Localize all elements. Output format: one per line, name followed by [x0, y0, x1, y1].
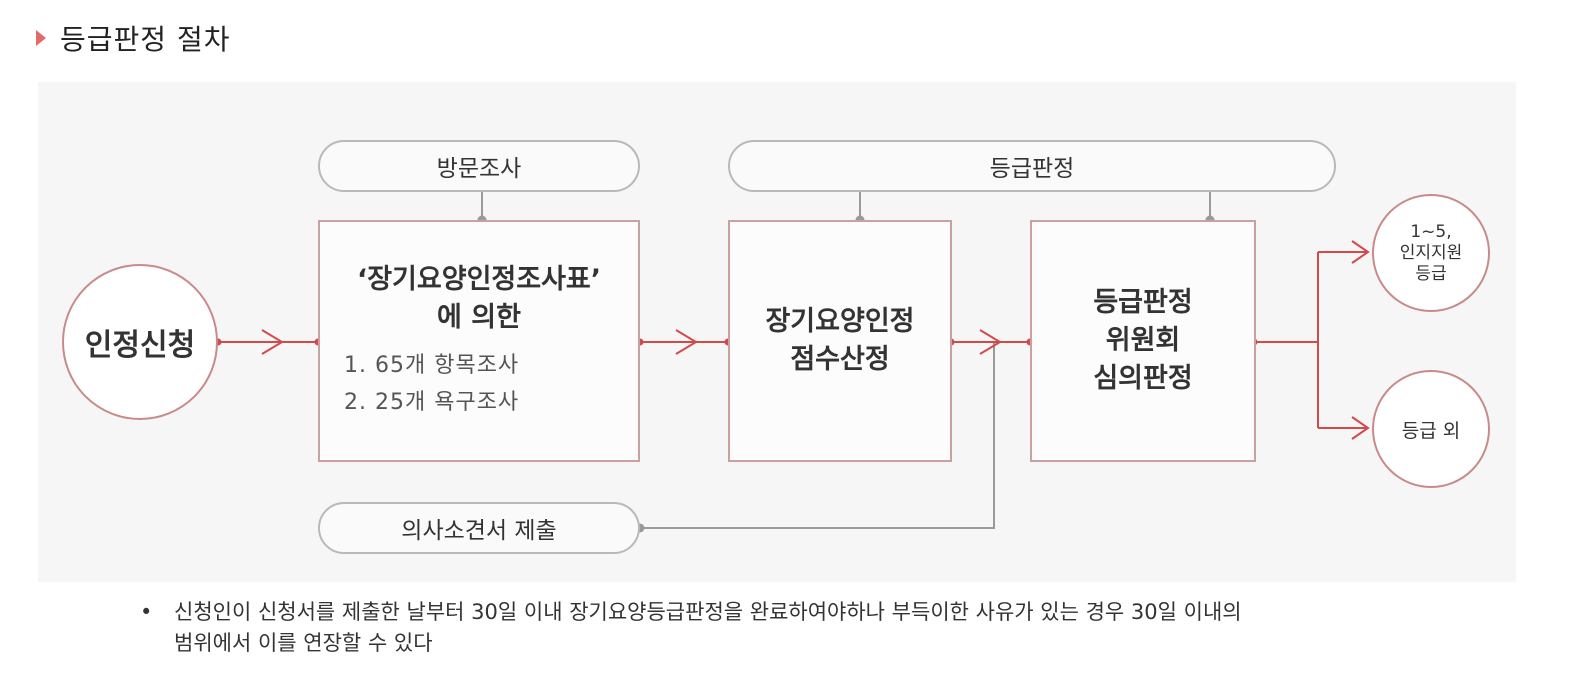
branch-top-head — [1351, 240, 1370, 264]
section-heading: 등급판정 절차 — [36, 18, 230, 58]
outcome-grades-line3: 등급 — [1415, 263, 1447, 284]
score-box-line2: 점수산정 — [790, 344, 890, 375]
survey-box: ‘장기요양인정조사표’ 에 의한 1. 65개 항목조사 2. 25개 욕구조사 — [318, 220, 640, 462]
committee-box-line1: 등급판정 — [1093, 287, 1193, 318]
arrow-head-2 — [675, 329, 698, 355]
outcome-grades-circle: 1~5, 인지지원 등급 — [1372, 194, 1490, 312]
committee-box: 등급판정 위원회 심의판정 — [1030, 220, 1256, 462]
note-text-line1: 신청인이 신청서를 제출한 날부터 30일 이내 장기요양등급판정을 완료하여야… — [174, 600, 1242, 624]
arrow-head-1 — [261, 329, 284, 355]
note-text-line2: 범위에서 이를 연장할 수 있다 — [174, 631, 433, 655]
survey-item-1: 1. 65개 항목조사 — [344, 353, 520, 378]
application-label: 인정신청 — [84, 328, 196, 363]
application-circle: 인정신청 — [62, 264, 218, 420]
outcome-grades-line1: 1~5, — [1410, 221, 1452, 242]
survey-items: 1. 65개 항목조사 2. 25개 욕구조사 — [320, 347, 519, 421]
note-paragraph: • 신청인이 신청서를 제출한 날부터 30일 이내 장기요양등급판정을 완료하… — [140, 597, 1520, 659]
survey-box-title-line2: 에 의한 — [437, 302, 521, 333]
note-bullet: • — [140, 600, 153, 624]
doctor-opinion-connector — [640, 343, 995, 529]
arrow-head-3 — [979, 329, 1002, 355]
doctor-opinion-label: 의사소견서 제출 — [401, 518, 557, 544]
score-box: 장기요양인정 점수산정 — [728, 220, 952, 462]
score-box-line1: 장기요양인정 — [765, 306, 915, 337]
outcome-other-label: 등급 외 — [1401, 419, 1461, 442]
outcome-other-circle: 등급 외 — [1372, 370, 1490, 488]
grade-decision-label: 등급판정 — [989, 156, 1075, 182]
committee-box-line3: 심의판정 — [1093, 363, 1193, 394]
committee-box-line2: 위원회 — [1105, 325, 1181, 356]
outcome-grades-line2: 인지지원 — [1399, 242, 1463, 263]
visit-survey-label: 방문조사 — [436, 156, 522, 182]
grade-decision-pill: 등급판정 — [728, 140, 1336, 192]
survey-item-2: 2. 25개 욕구조사 — [344, 390, 520, 415]
survey-box-title-line1: ‘장기요양인정조사표’ — [356, 264, 602, 295]
branch-bottom-head — [1351, 416, 1370, 440]
visit-survey-pill: 방문조사 — [318, 140, 640, 192]
triangle-marker-icon — [36, 30, 46, 46]
doctor-opinion-pill: 의사소견서 제출 — [318, 502, 640, 554]
section-title: 등급판정 절차 — [60, 23, 231, 56]
